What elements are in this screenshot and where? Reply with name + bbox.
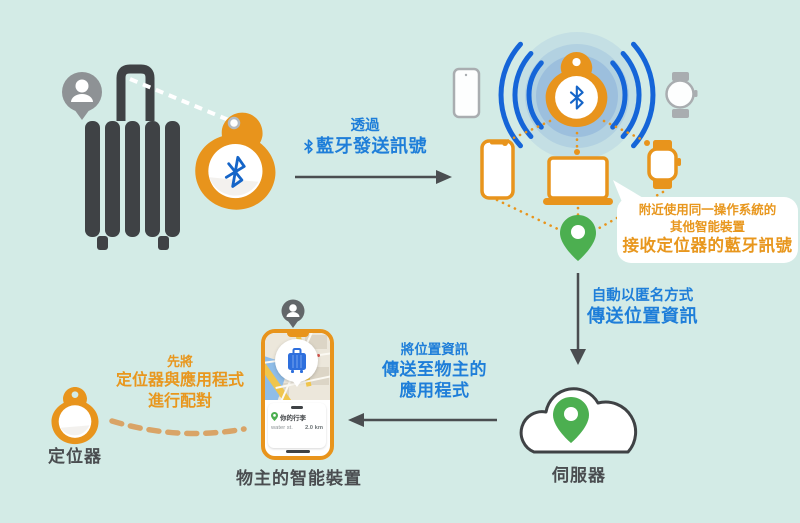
bluetooth-icon <box>569 85 584 110</box>
step-to-owner-line2: 傳送至物主的 <box>382 359 487 379</box>
pairing-dashed-curve <box>109 418 247 437</box>
tag-ring-icon <box>227 116 241 130</box>
server-pin-icon <box>553 397 589 443</box>
luggage-blue-icon <box>287 348 306 373</box>
step-anonymous-line2: 傳送位置資訊 <box>587 306 698 327</box>
step-to-owner-line3: 應用程式 <box>399 381 470 401</box>
owner-phone-icon: 你的行李 water st. 2.0 km <box>261 329 334 460</box>
location-pin-icon <box>560 215 596 261</box>
speech-bubble-tail <box>613 180 650 202</box>
step-bluetooth-text: 透過 藍牙發送訊號 <box>300 117 430 158</box>
step-anonymous-line1: 自動以匿名方式 <box>591 288 694 304</box>
bluetooth-icon <box>304 139 313 154</box>
pairing-line2: 定位器與應用程式 <box>115 371 244 389</box>
step-to-owner-line1: 將位置資訊 <box>400 342 469 357</box>
bubble-line3: 接收定位器的藍牙訊號 <box>622 237 793 256</box>
step-anonymous-text: 自動以匿名方式 傳送位置資訊 <box>585 287 700 328</box>
signal-wave-icon <box>498 41 656 149</box>
luggage-icon <box>85 64 180 250</box>
map-marker-dot <box>317 354 320 357</box>
strap-dashed-line <box>129 77 232 123</box>
laptop-icon <box>543 156 613 205</box>
speech-bubble: 附近使用同一操作系統的 其他智能裝置 接收定位器的藍牙訊號 <box>617 197 798 263</box>
phone-home-indicator <box>285 449 310 453</box>
flow-arrow-left <box>348 413 497 427</box>
pairing-line3: 進行配對 <box>147 392 212 410</box>
card-pin-icon <box>271 412 278 421</box>
watch-faded-icon <box>665 72 698 118</box>
connector-dots <box>502 140 650 155</box>
owner-device-label: 物主的智能裝置 <box>236 469 362 488</box>
tracker-small-icon <box>51 387 99 445</box>
phone-notch <box>286 333 309 337</box>
step-to-owner-text: 將位置資訊 傳送至物主的 應用程式 <box>372 342 497 401</box>
bluetooth-icon <box>224 155 246 188</box>
step-bluetooth-line2: 藍牙發送訊號 <box>316 136 427 157</box>
tracker-label: 定位器 <box>48 447 102 466</box>
pairing-line1: 先將 <box>166 354 193 369</box>
card-title: 你的行李 <box>280 414 306 422</box>
smartphone-icon <box>480 139 515 200</box>
step-bluetooth-line2-wrap: 藍牙發送訊號 <box>300 135 430 158</box>
flow-arrow-down <box>570 273 586 365</box>
map-luggage-bubble <box>275 339 318 382</box>
flow-arrow-right <box>295 170 452 184</box>
broadcast-tag-icon <box>545 52 608 127</box>
app-map <box>265 333 330 400</box>
smartwatch-icon <box>647 140 681 189</box>
owner-person-small-icon <box>281 299 305 328</box>
server-cloud-icon <box>519 387 638 454</box>
step-bluetooth-line1: 透過 <box>350 118 380 134</box>
server-label: 伺服器 <box>552 466 606 485</box>
map-bubble-tail <box>292 380 302 387</box>
card-street: water st. <box>271 424 293 431</box>
bubble-line1: 附近使用同一操作系統的 <box>638 203 777 218</box>
phone-faded-icon <box>452 67 481 119</box>
card-distance: 2.0 km <box>304 424 323 431</box>
pairing-text: 先將 定位器與應用程式 進行配對 <box>105 354 255 412</box>
tracker-tag-icon <box>195 112 276 210</box>
card-handle <box>291 406 303 409</box>
owner-person-icon <box>62 72 102 120</box>
bubble-line2: 其他智能裝置 <box>669 220 745 235</box>
app-card: 你的行李 water st. 2.0 km <box>268 403 326 448</box>
